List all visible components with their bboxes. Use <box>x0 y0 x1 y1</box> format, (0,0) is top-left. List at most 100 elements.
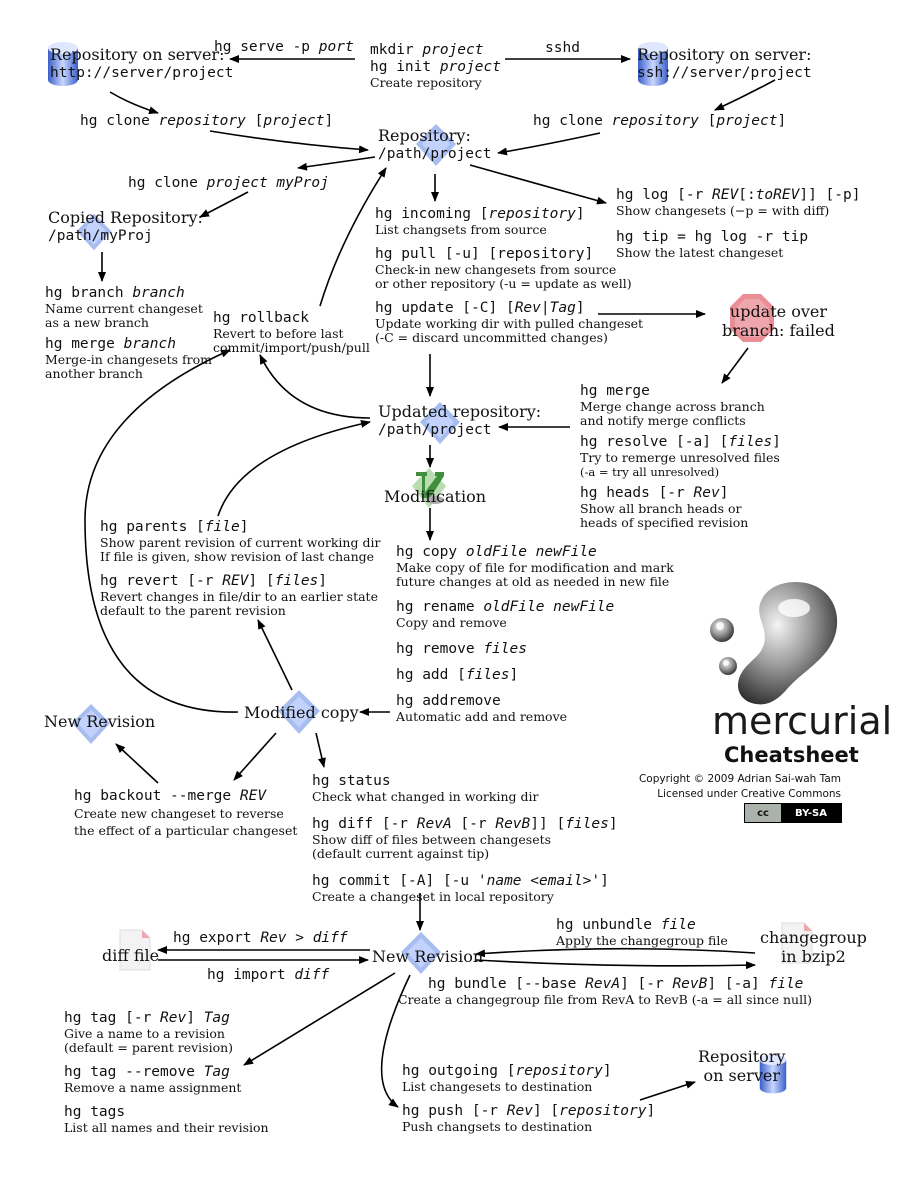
cmd-base: hg rollback <box>213 310 310 326</box>
cmd-end: '] <box>591 873 609 889</box>
node-label: branch: failed <box>722 321 835 340</box>
cmd-desc: Push changsets to destination <box>402 1119 593 1134</box>
cmd-base: hg serve -p <box>214 39 319 55</box>
arrow-clone-left-to-repo <box>209 130 369 154</box>
node-label: Repository on server: <box>50 45 225 64</box>
server-ssh-node: Repository on server: ssh://server/proje… <box>637 45 812 83</box>
cmd-arg: files <box>483 641 527 657</box>
cmd-arg: files <box>565 816 609 832</box>
arrow-clone-local-to-copied <box>199 191 249 218</box>
cmd-desc: heads of specified revision <box>580 515 749 530</box>
hg-bundle-block: hg bundle [--base RevA] [-r RevB] [-a] f… <box>398 976 812 1007</box>
hg-clone-left-cmd: hg clone repository [project] <box>80 113 333 130</box>
vim-icon <box>412 468 446 508</box>
cc-icon: cc <box>745 804 781 822</box>
cmd-desc: List changesets to destination <box>402 1079 593 1094</box>
node-label: Repository on server: <box>637 45 812 64</box>
node-path: /path/project <box>378 146 492 162</box>
cmd-end: ]] [-p] <box>799 187 861 203</box>
cmd-desc: Revert to before last <box>213 326 344 341</box>
diamond-file-icon <box>416 124 456 166</box>
new-revision-left-node: New Revision <box>44 712 156 731</box>
cmd-base: hg branch <box>45 285 133 301</box>
cmd-arg: toREV <box>755 187 800 203</box>
cmd-arg: name <email> <box>486 873 592 889</box>
cmd-end: ] <box>509 667 519 683</box>
page-icon <box>781 922 813 964</box>
cmd-desc: (-C = discard uncommitted changes) <box>375 330 608 345</box>
cmd-mid: ] <box>186 1010 204 1026</box>
cmd-arg: RevA <box>585 976 621 992</box>
cmd-end: ] <box>608 816 618 832</box>
copied-repository-node: Copied Repository: /path/myProj <box>48 208 203 246</box>
cmd-mid: [ <box>698 113 717 129</box>
arrow-repo-to-log <box>469 164 607 205</box>
arrow-newrev-to-tag <box>243 972 396 1066</box>
cmd-mid: ] [ <box>248 573 275 589</box>
arrow-http-to-clone <box>109 91 159 115</box>
hg-tag-block: hg tag [-r Rev] Tag Give a name to a rev… <box>64 1010 269 1135</box>
copyright-text: Copyright © 2009 Adrian Sai-wah Tam <box>638 773 841 785</box>
cmd-end: ] <box>239 519 249 535</box>
cmd-base: hg merge <box>45 336 124 352</box>
hg-import-cmd: hg import diff <box>207 967 329 984</box>
cmd-arg: port <box>318 39 354 55</box>
cmd-desc: commit/import/push/pull <box>213 340 370 355</box>
node-label: in bzip2 <box>781 947 846 966</box>
cmd-arg: Rev <box>514 300 541 316</box>
cmd-end: ] <box>772 434 781 450</box>
cmd-mid: [: <box>738 187 756 203</box>
cmd-desc: Show diff of files between changesets <box>312 832 552 847</box>
hg-incoming-block: hg incoming [repository] List changsets … <box>375 206 643 345</box>
cmd-desc: Merge change across branch <box>580 399 765 414</box>
cmd-base: hg clone <box>128 175 207 191</box>
cmd-desc: Automatic add and remove <box>396 709 568 724</box>
changegroup-node: changegroup in bzip2 <box>760 928 867 966</box>
hg-branch-block: hg branch branch Name current changeset … <box>45 285 212 381</box>
cmd-desc: Show changesets (−p = with diff) <box>616 203 830 218</box>
cc-license-badge[interactable]: cc BY-SA <box>744 803 842 823</box>
cmd-arg: REV <box>239 788 267 804</box>
cmd-desc: or other repository (-u = update as well… <box>375 276 632 291</box>
arrow-repo-to-clone-local <box>297 156 376 171</box>
cmd-desc: Apply the changegroup file <box>556 933 728 948</box>
cmd-desc: and notify merge conflicts <box>580 413 746 428</box>
cmd-base: hg push [-r <box>402 1103 507 1119</box>
arrow-ssh-to-clone <box>714 79 776 111</box>
node-label: Copied Repository: <box>48 208 203 227</box>
cmd-base: hg heads [-r <box>580 485 694 501</box>
cmd-base: hg rename <box>396 599 484 615</box>
mkdir-init-block: mkdir project hg init project Create rep… <box>370 42 501 90</box>
hg-export-cmd: hg export Rev > diff <box>173 930 348 947</box>
cmd-arg: file <box>660 917 696 933</box>
cmd-desc: (-a = try all unresolved) <box>580 465 720 479</box>
arrow-newrev-to-bundle <box>475 959 756 970</box>
cmd-arg: project myProj <box>206 175 329 191</box>
cmd-arg: Rev <box>160 1010 187 1026</box>
subtitle: Cheatsheet <box>724 743 859 767</box>
cmd-mid: | <box>540 300 550 316</box>
cmd-base: hg revert [-r <box>100 573 223 589</box>
updated-repository-node: Updated repository: /path/project <box>378 402 541 440</box>
license-text: Licensed under Creative Commons <box>657 788 841 800</box>
cmd-desc: Check-in new changesets from source <box>375 262 617 277</box>
node-label: on server <box>703 1066 780 1085</box>
cmd-desc: Copy and remove <box>396 615 507 630</box>
cmd-base: hg unbundle <box>556 917 661 933</box>
cmd-arg: files <box>274 573 319 589</box>
node-path: http://server/project <box>50 65 234 81</box>
cmd-desc: Create repository <box>370 75 482 90</box>
cmd-end: ] <box>324 113 334 129</box>
hg-rollback-block: hg rollback Revert to before last commit… <box>213 310 370 355</box>
cmd-end: ] <box>575 300 585 316</box>
cmd-base: hg log [-r <box>616 187 713 203</box>
cmd-mid: [ <box>245 113 264 129</box>
cmd-arg: oldFile newFile <box>483 599 615 615</box>
cmd-desc: Give a name to a revision <box>64 1026 225 1041</box>
cmd-base: hg diff [-r <box>312 816 417 832</box>
server-http-node: Repository on server: http://server/proj… <box>50 45 233 83</box>
cmd-arg: file <box>204 519 240 535</box>
modification-node: Modification <box>384 487 487 506</box>
arrow-clone-right-to-repo <box>497 132 601 156</box>
